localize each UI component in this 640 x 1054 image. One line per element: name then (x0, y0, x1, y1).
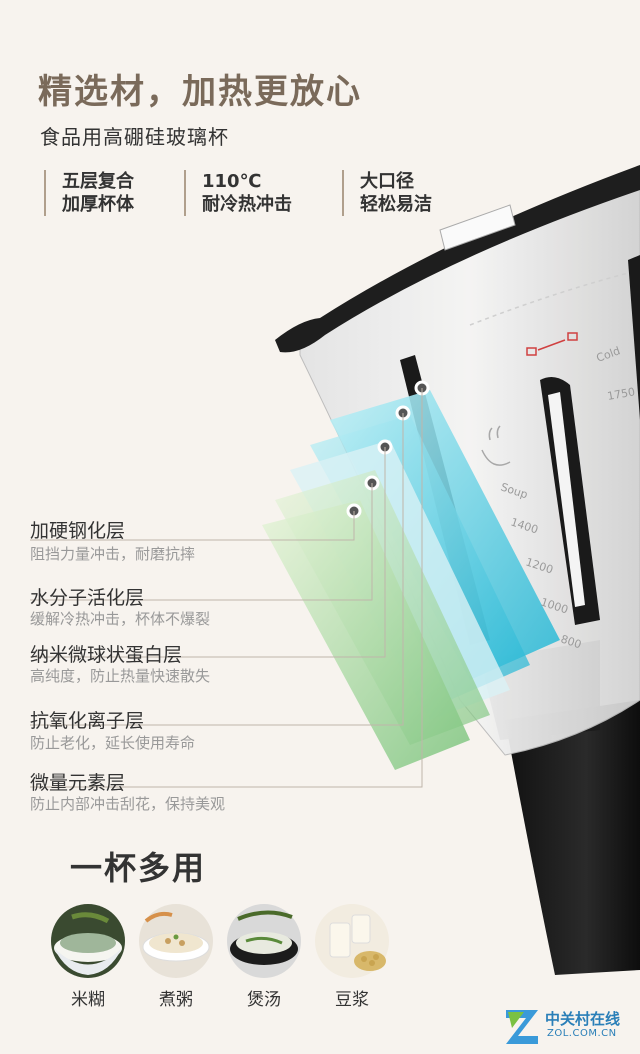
layer-sheet-5 (262, 500, 470, 770)
use-label-porridge: 煮粥 (159, 990, 193, 1010)
layer-title-4: 抗氧化离子层 (30, 710, 145, 732)
soy-milk-image (315, 904, 389, 978)
feature-layered: 五层复合 加厚杯体 (44, 170, 134, 216)
layer-desc-5: 防止内部冲击刮花，保持美观 (30, 795, 226, 813)
feature-line: 轻松易洁 (360, 194, 432, 215)
layer-title-1: 加硬钢化层 (30, 520, 126, 542)
layer-desc-1: 阻挡力量冲击，耐磨抗摔 (30, 545, 196, 563)
layer-desc-2: 缓解冷热冲击，杯体不爆裂 (30, 610, 211, 628)
soup-bowl-image (227, 904, 301, 978)
watermark-en: ZOL.COM.CN (547, 1028, 617, 1039)
callout-lines (30, 388, 423, 788)
blender-jar-illustration: Soup Cold 1400 1200 1000 800 1750 (30, 165, 640, 975)
jar-base (505, 700, 640, 975)
feature-line: 大口径 (360, 171, 414, 192)
use-label-soup: 煲汤 (247, 990, 281, 1010)
page-title: 精选材，加热更放心 (38, 72, 362, 112)
watermark-cn: 中关村在线 (545, 1010, 621, 1028)
soup-icon (481, 425, 511, 466)
lock-icon (526, 332, 578, 356)
feature-line: 五层复合 (62, 171, 134, 192)
feature-line: 110℃ (202, 171, 262, 192)
feature-heat: 110℃ 耐冷热冲击 (184, 170, 292, 216)
feature-wide-mouth: 大口径 轻松易洁 (342, 170, 432, 216)
porridge-bowl-image (139, 904, 213, 978)
uses-title: 一杯多用 (70, 849, 207, 887)
marking-800: 800 (559, 632, 583, 651)
layer-title-5: 微量元素层 (30, 772, 126, 794)
jar-rim (275, 165, 640, 353)
rice-paste-bowl-image (51, 904, 125, 978)
layer-title-3: 纳米微球状蛋白层 (30, 644, 183, 666)
page-subtitle: 食品用高硼硅玻璃杯 (40, 125, 229, 149)
feature-line: 加厚杯体 (62, 194, 134, 215)
layer-desc-4: 防止老化，延长使用寿命 (30, 734, 196, 752)
use-label-rice-paste: 米糊 (71, 990, 105, 1010)
jar-lid-tab (439, 204, 516, 251)
use-label-soy-milk: 豆浆 (335, 990, 369, 1010)
zol-logo-icon (506, 1010, 538, 1044)
marking-1750: 1750 (606, 385, 636, 403)
feature-line: 耐冷热冲击 (202, 194, 292, 215)
layer-title-2: 水分子活化层 (30, 587, 145, 609)
layer-desc-3: 高纯度，防止热量快速散失 (30, 667, 211, 685)
